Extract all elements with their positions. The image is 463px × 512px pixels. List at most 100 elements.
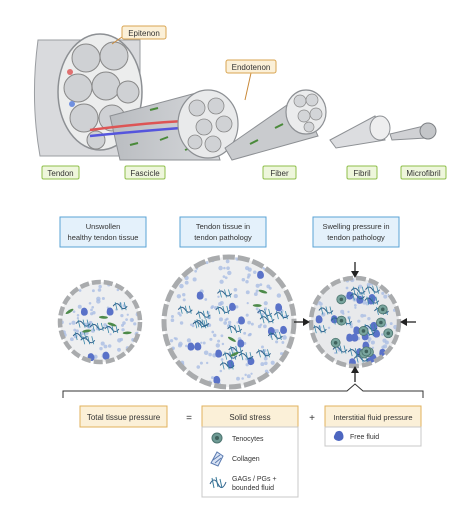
gag-bristles	[114, 302, 127, 311]
tenocyte	[82, 329, 92, 333]
gag-bristles	[366, 296, 379, 305]
fluid-dot	[220, 334, 224, 338]
fluid-dot	[202, 341, 206, 345]
fluid-dot	[98, 284, 102, 289]
gag-bristles	[197, 310, 210, 319]
fluid-dot	[270, 360, 275, 365]
tenocyte	[122, 331, 132, 335]
free-fluid-blob	[229, 302, 236, 311]
gag-strand	[222, 352, 238, 359]
tenocyte	[98, 315, 108, 319]
fluid-dot	[347, 310, 350, 314]
fluid-dot	[121, 328, 125, 332]
fluid-dot	[245, 266, 250, 271]
fluid-dot	[126, 313, 129, 316]
endotenon-tag: Endotenon	[225, 59, 277, 101]
gag-strand	[349, 293, 365, 300]
fluid-dot	[218, 265, 223, 271]
fluid-dot	[88, 321, 92, 325]
tenocyte-nucleus	[333, 340, 338, 345]
fluid-dot	[224, 318, 228, 322]
gag-strand	[256, 350, 271, 357]
fluid-dot	[176, 294, 182, 299]
fluid-dot	[203, 350, 209, 355]
vessel-blue	[69, 101, 75, 107]
fluid-dot	[217, 295, 220, 298]
fluid-dot	[281, 341, 285, 344]
fluid-dot	[93, 354, 98, 359]
fluid-dot	[263, 301, 268, 306]
gag-strand	[364, 297, 380, 304]
gag-strand	[259, 316, 275, 323]
gag-bristles	[352, 292, 364, 301]
interstitial-pressure-label: Interstitial fluid pressure	[333, 413, 412, 422]
fluid-dot	[77, 304, 82, 309]
fluid-dot	[263, 356, 268, 361]
free-fluid-blob	[238, 316, 245, 325]
fluid-dot	[249, 332, 252, 336]
tenocyte	[227, 336, 236, 342]
fluid-dot	[276, 293, 282, 298]
gag-strand	[75, 320, 91, 327]
gag-strand	[350, 287, 366, 294]
fluid-dot	[383, 294, 388, 299]
fascicle-fibers	[187, 97, 233, 153]
epitenon-tag: Epitenon	[111, 25, 167, 45]
fibril-cross-section	[369, 115, 391, 141]
gag-bristles	[196, 319, 209, 328]
fluid-dot	[119, 337, 124, 342]
fluid-dot	[192, 277, 197, 282]
legend-gags-line2: bounded fluid	[232, 485, 274, 492]
free-fluid-blob	[213, 375, 221, 385]
fluid-dot	[170, 318, 175, 323]
solid-stress-legend: Tenocytes Collagen GAGs / PGs + bounded …	[201, 426, 299, 498]
fluid-dot	[122, 321, 126, 325]
gag-strand	[219, 362, 235, 369]
free-fluid-blob	[346, 333, 354, 342]
fluid-dot	[245, 363, 249, 367]
gag-bristles	[82, 336, 95, 345]
fluid-dot	[259, 283, 263, 287]
fluid-legend: Free fluid	[324, 426, 422, 447]
tenocyte-nucleus	[361, 329, 366, 333]
gag-bristles	[269, 331, 282, 341]
gag-icon	[209, 476, 227, 489]
fluid-dot	[266, 284, 271, 289]
fluid-dot	[245, 290, 250, 295]
fluid-dot	[103, 323, 107, 327]
fluid-dot	[358, 284, 363, 289]
epitenon-label: Epitenon	[128, 29, 160, 38]
tenocyte	[258, 289, 268, 294]
free-fluid-blob	[102, 351, 110, 360]
gag-strand	[194, 320, 210, 327]
fluid-dot	[88, 302, 92, 305]
fluid-dot	[241, 277, 246, 282]
free-fluid-blob	[373, 329, 380, 338]
tenocyte	[230, 351, 239, 357]
fluid-dot	[209, 337, 213, 341]
fluid-dot	[354, 306, 357, 309]
gag-bristles	[276, 311, 288, 320]
state-boxes: Unswollen healthy tendon tissue Tendon t…	[59, 216, 400, 248]
fluid-dot	[384, 340, 389, 345]
free-fluid-blob	[215, 349, 223, 358]
gag-strand	[365, 286, 380, 293]
level-fascicle: Fascicle	[130, 169, 160, 178]
fluid-dot	[282, 335, 287, 340]
tissue-swelling	[308, 275, 402, 369]
fluid-dot	[367, 340, 371, 343]
fluid-dot	[255, 307, 259, 311]
fluid-dot	[72, 310, 76, 313]
free-fluid-blob	[187, 342, 195, 351]
fluid-dot	[247, 334, 250, 337]
pressure-equation: Total tissue pressure = Solid stress + I…	[79, 405, 422, 428]
fluid-dot	[367, 316, 371, 321]
legend-collagen: Collagen	[232, 456, 260, 463]
gag-strand	[311, 326, 327, 333]
gag-strand	[192, 321, 208, 328]
fluid-dot	[76, 316, 80, 320]
gag-bristles	[217, 305, 230, 315]
fluid-dot	[257, 324, 262, 329]
tendon-hierarchy: Epitenon Endotenon Tendon Fascicle Fiber…	[33, 25, 447, 180]
